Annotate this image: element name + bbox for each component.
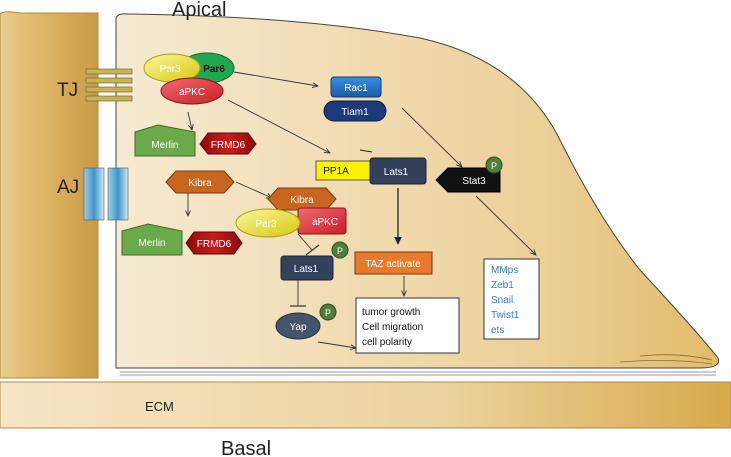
stat3-label: Stat3: [462, 176, 486, 187]
lats1-top-node: [369, 157, 427, 185]
basal-label: Basal: [221, 438, 271, 457]
frmd6-bottom-label: FRMD6: [197, 239, 232, 250]
phospho-yap-label: P: [325, 308, 331, 318]
par3-top-label: Par3: [159, 64, 181, 75]
rac1-label: Rac1: [344, 83, 368, 94]
phospho-yap: [319, 303, 337, 321]
apkc-mid-label: aPKC: [312, 217, 338, 228]
targets-box: [483, 258, 540, 340]
yap-label: Yap: [289, 322, 306, 333]
par6-label: Par6: [203, 64, 225, 75]
apkc-top-node: [160, 77, 224, 105]
taz-node: [354, 251, 433, 275]
kibra-left-node: [165, 170, 235, 194]
phospho-stat3: [485, 156, 503, 174]
yap-node: [275, 312, 321, 340]
target-item: ets: [491, 325, 504, 336]
epithelial-cell: [115, 13, 720, 369]
target-item: Twist1: [491, 310, 520, 321]
merlin-top-node: [134, 124, 196, 157]
outcome-item: cell polarity: [362, 337, 412, 348]
adherens-junction: [83, 167, 129, 221]
kibra-left-label: Kibra: [188, 178, 212, 189]
pp1a-label: PP1A: [323, 166, 349, 177]
merlin-bottom-node: [121, 223, 183, 256]
taz-label: TAZ activate: [365, 259, 421, 270]
tiam1-label: Tiam1: [341, 107, 369, 118]
rac1-node: [330, 76, 382, 98]
par3-mid-node: [235, 208, 301, 238]
frmd6-top-node: [199, 132, 257, 155]
ecm-layer: [0, 381, 731, 429]
frmd6-bottom-node: [185, 231, 243, 255]
outcomes-box: [355, 297, 460, 354]
target-item: Zeb1: [491, 280, 514, 291]
apical-label: Apical: [172, 0, 226, 21]
par3-mid-label: Par3: [255, 219, 277, 230]
target-item: Snail: [491, 295, 513, 306]
ecm-label: ECM: [145, 399, 174, 414]
pp1a-to-lats1-arrow: [359, 149, 373, 153]
lats1-mid-label: Lats1: [294, 264, 319, 275]
tiam1-node: [323, 100, 387, 122]
frmd6-top-label: FRMD6: [211, 140, 246, 151]
outcome-item: Cell migration: [362, 322, 423, 333]
phospho-lats1: [331, 241, 349, 259]
stat3-node: [435, 167, 501, 193]
phospho-lats1-label: P: [337, 246, 343, 256]
lats1-mid-node: [280, 255, 334, 281]
tight-junction: [85, 68, 133, 102]
merlin-bottom-label: Merlin: [138, 238, 165, 249]
target-item: MMps: [491, 265, 518, 276]
merlin-top-label: Merlin: [151, 140, 178, 151]
apkc-top-label: aPKC: [179, 87, 205, 98]
phospho-stat3-label: P: [491, 161, 497, 171]
kibra-mid-label: Kibra: [290, 195, 314, 206]
connectors: [188, 71, 536, 348]
membrane-wrinkle: [619, 354, 713, 365]
tj-label: TJ: [57, 80, 78, 101]
neighbor-cell: [0, 11, 99, 379]
lats1-top-label: Lats1: [384, 167, 409, 178]
aj-label: AJ: [57, 177, 79, 198]
outcome-item: tumor growth: [362, 307, 420, 318]
